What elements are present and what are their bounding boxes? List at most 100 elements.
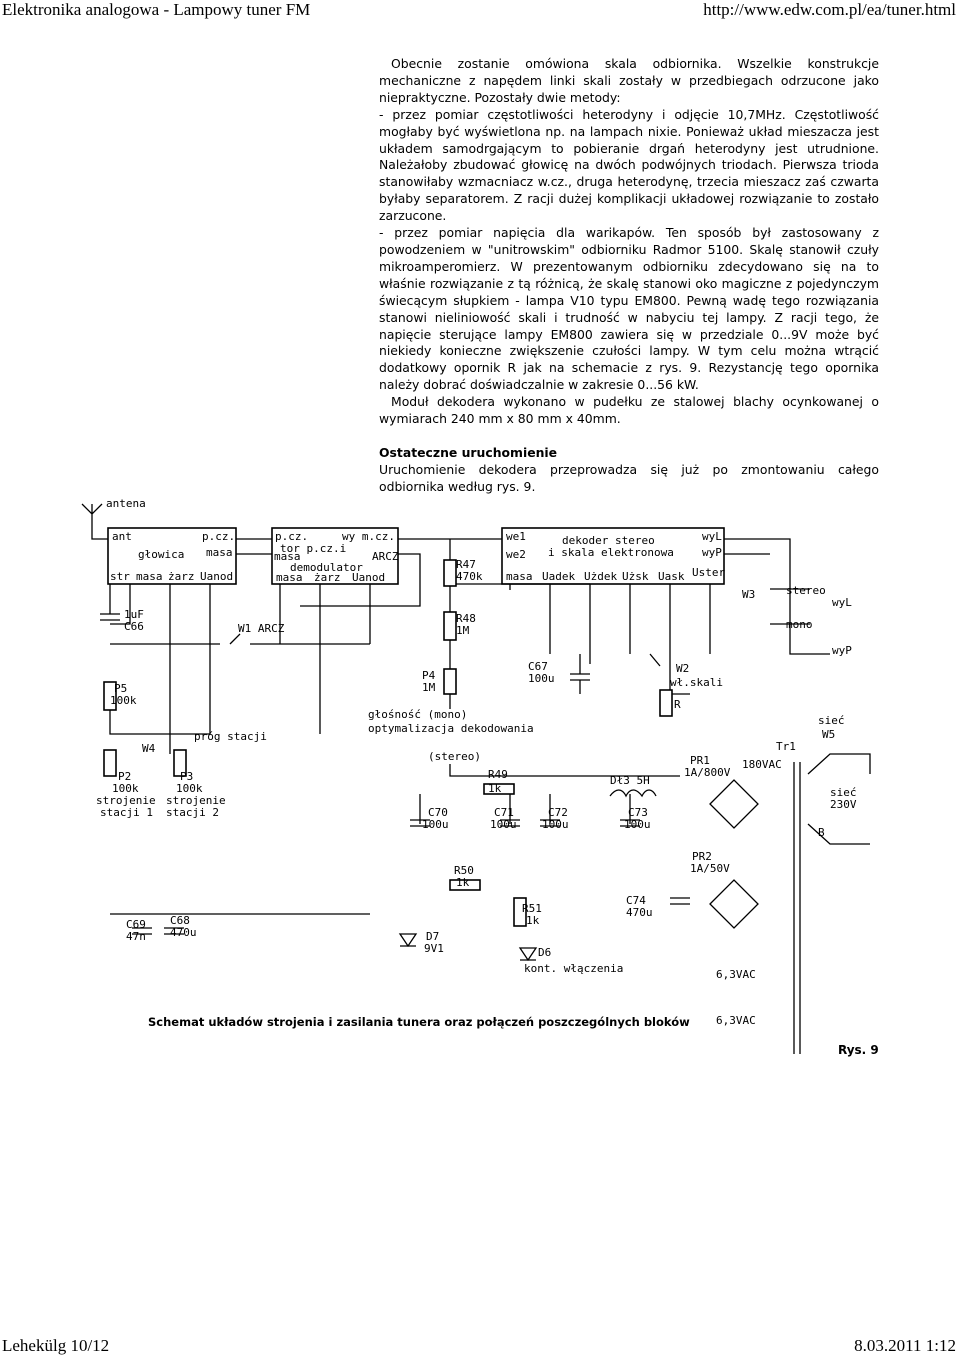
svg-text:470u: 470u [170,926,197,939]
svg-text:W2: W2 [676,662,689,675]
resistor-r [659,689,673,717]
svg-text:1uF: 1uF [124,608,144,621]
svg-text:C74: C74 [626,894,646,907]
svg-text:C72: C72 [548,806,568,819]
svg-text:wyL: wyL [832,596,852,609]
block-dekoder: we1 dekoder stereo wyL we2 i skala elekt… [501,527,725,585]
svg-text:100k: 100k [112,782,139,795]
svg-text:we2: we2 [506,548,526,561]
svg-text:wy m.cz.: wy m.cz. [342,530,395,543]
svg-text:Użsk: Użsk [622,570,649,583]
capacitor-row: C70 100u C71 100u C72 100u C73 100u [410,806,651,831]
svg-text:1A/50V: 1A/50V [690,862,730,875]
svg-text:stacji 2: stacji 2 [166,806,219,819]
section-text: Uruchomienie dekodera przeprowadza się j… [379,461,879,494]
svg-text:W1 ARCZ: W1 ARCZ [238,622,285,635]
svg-text:P2: P2 [118,770,131,783]
svg-text:W4: W4 [142,742,156,755]
svg-text:6,3VAC: 6,3VAC [716,968,756,981]
svg-text:próg stacji: próg stacji [194,730,267,743]
svg-text:masa: masa [506,570,533,583]
svg-text:B: B [818,826,825,839]
svg-text:ant: ant [112,530,132,543]
potentiometer-p3 [173,749,187,777]
paragraph: - przez pomiar napięcia dla warikapów. T… [379,225,879,393]
svg-text:100u: 100u [528,672,555,685]
svg-text:R: R [674,698,681,711]
svg-text:(stereo): (stereo) [428,750,481,763]
svg-text:1M: 1M [456,624,470,637]
svg-text:C69: C69 [126,918,146,931]
svg-text:P4: P4 [422,669,436,682]
svg-text:żarz: żarz [168,570,195,583]
svg-text:dekoder stereo: dekoder stereo [562,534,655,547]
svg-text:masa: masa [274,550,301,563]
page-header-url[interactable]: http://www.edw.com.pl/ea/tuner.html [703,0,956,19]
svg-text:100k: 100k [110,694,137,707]
svg-text:100u: 100u [624,818,651,831]
svg-text:R51: R51 [522,902,542,915]
block-demodulator: p.cz. wy m.cz. tor p.cz.i masa ARCZ demo… [271,527,399,585]
antenna-label: antena [106,497,146,510]
svg-text:strojenie: strojenie [166,794,226,807]
svg-text:wyP: wyP [832,644,852,657]
svg-text:1k: 1k [526,914,540,927]
section-title: Ostateczne uruchomienie [379,444,558,460]
svg-text:żarz: żarz [314,571,341,584]
bridge-pr2: PR2 1A/50V C74 470u [626,850,759,929]
potentiometer-p2 [103,749,117,777]
svg-text:masa: masa [206,546,233,559]
svg-text:we1: we1 [506,530,526,543]
svg-text:sieć: sieć [818,714,845,727]
resistor-r49 [483,783,515,795]
svg-text:P5: P5 [114,682,127,695]
svg-text:sieć: sieć [830,786,857,799]
svg-text:R49: R49 [488,768,508,781]
svg-text:470k: 470k [456,570,483,583]
svg-text:C73: C73 [628,806,648,819]
figure-caption: Schemat układów strojenia i zasilania tu… [148,1015,690,1029]
svg-text:str: str [110,570,130,583]
svg-text:C66: C66 [124,620,144,633]
block-glowica: ant p.cz. głowica masa str masa żarz Uan… [107,527,237,585]
resistor-r47 [443,559,457,587]
svg-text:Uanod: Uanod [200,570,233,583]
paragraph: - przez pomiar częstotliwości heterodyny… [379,106,879,224]
resistor-r51 [513,897,527,927]
figure-number: Rys. 9 [838,1043,879,1057]
svg-text:PR1: PR1 [690,754,710,767]
svg-text:wyL: wyL [702,530,722,543]
svg-text:C68: C68 [170,914,190,927]
svg-text:R48: R48 [456,612,476,625]
svg-text:i skala elektronowa: i skala elektronowa [548,546,674,559]
svg-text:strojenie: strojenie [96,794,156,807]
paragraph: Moduł dekodera wykonano w pudełku ze sta… [379,394,879,427]
paragraph: Obecnie zostanie omówiona skala odbiorni… [379,56,879,105]
svg-text:optymalizacja dekodowania: optymalizacja dekodowania [368,722,534,735]
svg-text:R50: R50 [454,864,474,877]
svg-text:P3: P3 [180,770,193,783]
svg-text:1k: 1k [488,782,502,795]
svg-text:100u: 100u [542,818,569,831]
page-header-title: Elektronika analogowa - Lampowy tuner FM [2,0,311,19]
svg-text:D6: D6 [538,946,551,959]
svg-text:głowica: głowica [138,548,184,561]
svg-text:470u: 470u [626,906,653,919]
svg-text:C71: C71 [494,806,514,819]
bridge-pr1: PR1 1A/800V 180VAC [684,754,782,829]
schematic-figure: antena ant p.cz. głowica masa str masa ż… [81,497,879,1057]
svg-text:Uster: Uster [692,566,725,579]
svg-text:p.cz.: p.cz. [202,530,235,543]
svg-text:głośność (mono): głośność (mono) [368,708,467,721]
page-footer-pagenum: Lehekülg 10/12 [2,1336,110,1355]
svg-text:Uadek: Uadek [542,570,575,583]
svg-text:ARCZ: ARCZ [372,550,399,563]
potentiometer-p4 [443,668,457,695]
svg-text:100u: 100u [490,818,517,831]
svg-text:kont. włączenia: kont. włączenia [524,962,623,975]
svg-text:mono: mono [786,618,813,631]
article-body: Obecnie zostanie omówiona skala odbiorni… [379,56,879,496]
svg-text:1k: 1k [456,876,470,889]
svg-text:Dł3 5H: Dł3 5H [610,774,650,787]
svg-text:wyP: wyP [702,546,722,559]
